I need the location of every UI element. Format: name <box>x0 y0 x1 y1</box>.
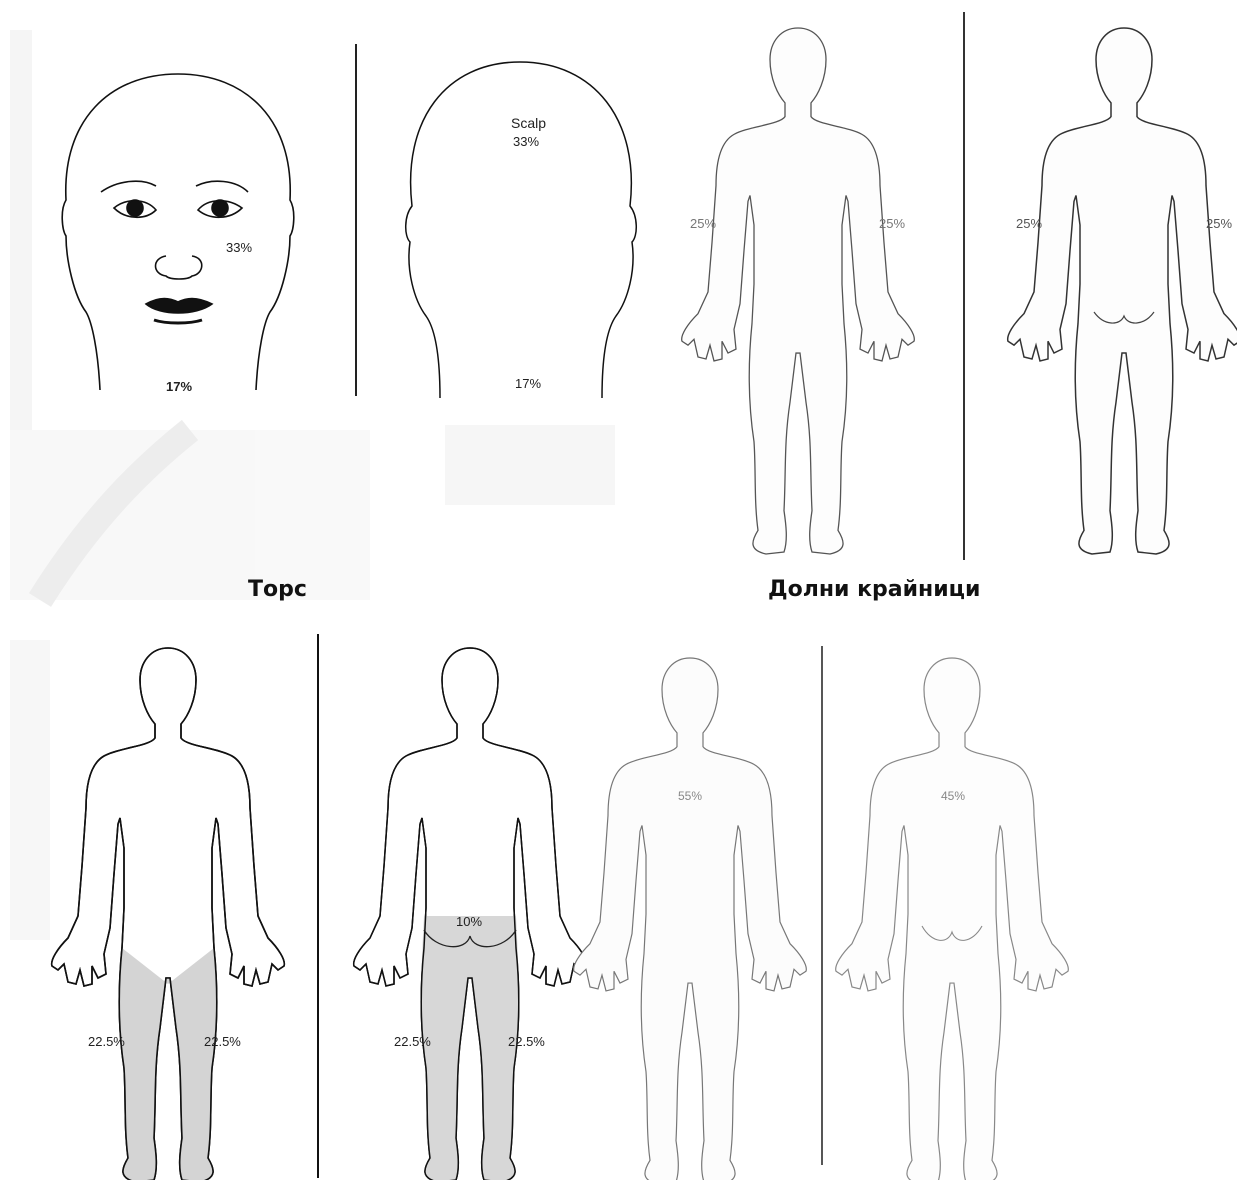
body-back-upper-figure <box>1008 28 1237 554</box>
lower-limbs-heading: Долни крайници <box>768 577 980 602</box>
leg-front-right-percent-label: 22.5% <box>204 1034 241 1049</box>
body-back-torso-figure <box>836 658 1069 1180</box>
neck-back-percent-label: 17% <box>515 376 541 391</box>
leg-front-left-percent-label: 22.5% <box>88 1034 125 1049</box>
upper-back-left-percent-label: 25% <box>1016 216 1042 231</box>
body-front-legs-figure <box>52 648 285 1180</box>
torso-heading: Торс <box>248 577 307 602</box>
upper-back-right-percent-label: 25% <box>1206 216 1232 231</box>
body-front-upper-figure <box>682 28 915 554</box>
torso-front-percent-label: 55% <box>678 789 702 803</box>
body-front-torso-figure <box>574 658 807 1180</box>
face-percent-label: 33% <box>226 240 252 255</box>
torso-back-percent-label: 45% <box>941 789 965 803</box>
scalp-label: Scalp <box>511 115 546 131</box>
buttocks-percent-label: 10% <box>456 914 482 929</box>
upper-front-right-percent-label: 25% <box>879 216 905 231</box>
leg-back-left-percent-label: 22.5% <box>394 1034 431 1049</box>
neck-front-percent-label: 17% <box>166 379 192 394</box>
scalp-percent-label: 33% <box>513 134 539 149</box>
upper-front-left-percent-label: 25% <box>690 216 716 231</box>
head-back-figure <box>406 62 637 398</box>
leg-back-right-percent-label: 22.5% <box>508 1034 545 1049</box>
face-front-figure <box>62 74 294 390</box>
